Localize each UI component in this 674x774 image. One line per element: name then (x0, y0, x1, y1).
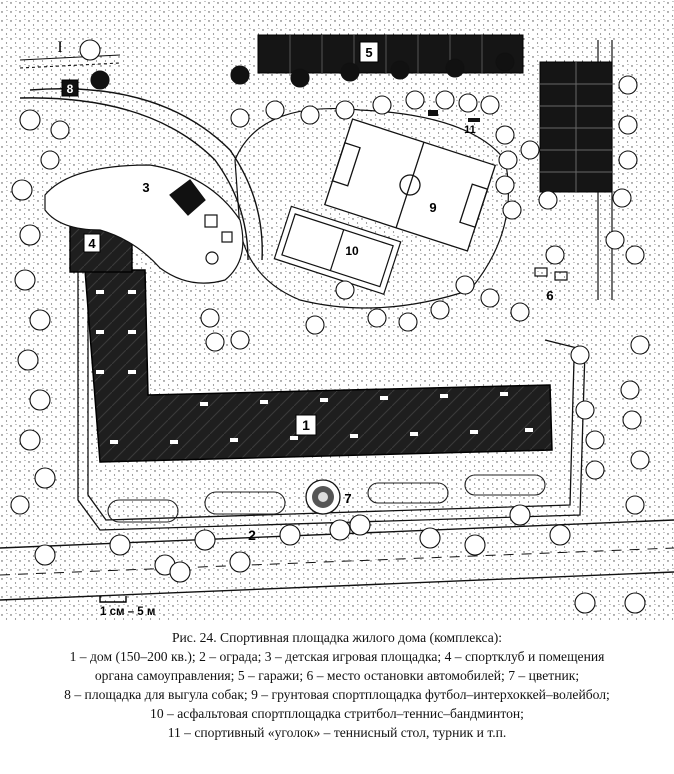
trees (10, 39, 650, 614)
caption-line-5: 11 – спортивный «уголок» – теннисный сто… (167, 725, 507, 740)
marker-1: 1 (302, 417, 310, 433)
garages (257, 34, 613, 193)
scale-label: 1 см – 5 м (100, 606, 155, 618)
caption-line-4: 10 – асфальтовая спортплощадка стритбол–… (150, 706, 524, 721)
marker-4: 4 (88, 236, 96, 251)
site-plan-drawing: 1 2 3 4 5 6 7 8 9 10 11 I 1 см – 5 м (0, 0, 674, 620)
flowerbeds-front (107, 474, 546, 523)
caption-line-3: 8 – площадка для выгула собак; 9 – грунт… (64, 687, 610, 702)
playground-3 (44, 164, 244, 284)
sport-corner-11 (428, 110, 480, 122)
figure-caption: Рис. 24. Спортивная площадка жилого дома… (0, 628, 674, 742)
caption-line-1: 1 – дом (150–200 кв.); 2 – ограда; 3 – д… (69, 649, 605, 664)
marker-9: 9 (429, 200, 436, 215)
marker-roman-one: I (57, 39, 62, 56)
marker-6: 6 (546, 288, 553, 303)
dog-area-8 (19, 54, 121, 69)
marker-box-4 (83, 233, 101, 253)
flowerbed-7 (305, 479, 341, 515)
marker-3: 3 (142, 180, 149, 195)
marker-10: 10 (345, 244, 359, 258)
caption-title: Рис. 24. Спортивная площадка жилого дома… (171, 630, 503, 645)
scale-bar: 1 см – 5 м (99, 596, 155, 618)
marker-box-8 (61, 79, 79, 97)
marker-8: 8 (67, 82, 74, 96)
marker-box-1 (295, 414, 317, 436)
asphalt-court-10 (273, 205, 402, 295)
ground-field-9 (323, 118, 497, 252)
plan-labels: 1 2 3 4 5 6 7 8 9 10 11 I (57, 39, 553, 543)
marker-11: 11 (464, 124, 476, 136)
caption-line-2: органа самоуправления; 5 – гаражи; 6 – м… (94, 668, 580, 683)
marker-5: 5 (365, 45, 372, 60)
house-building (84, 269, 553, 463)
marker-box-5 (359, 41, 379, 63)
marker-7: 7 (344, 491, 351, 506)
marker-2: 2 (248, 527, 256, 543)
parking-6 (534, 267, 568, 281)
